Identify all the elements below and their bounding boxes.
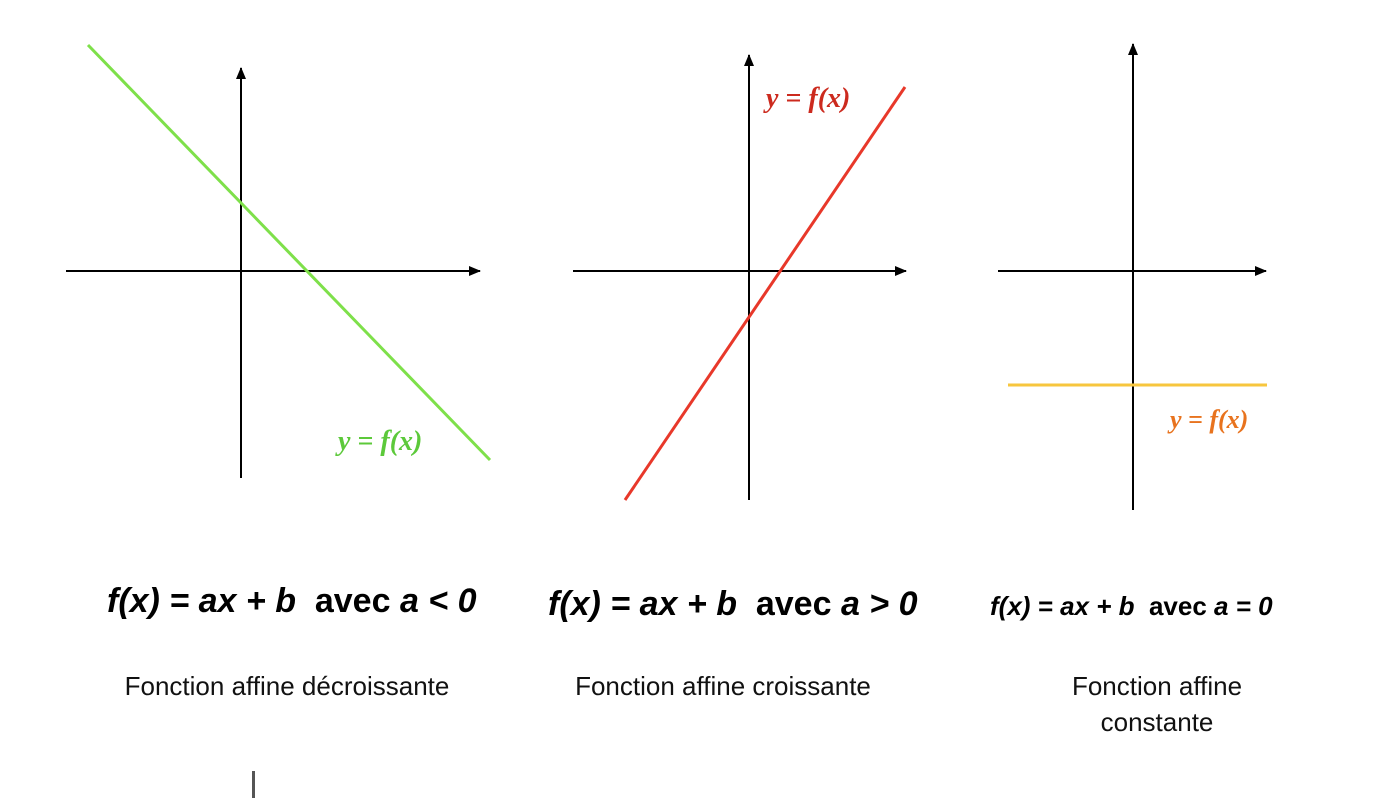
caption-decreasing: Fonction affine décroissante	[125, 671, 450, 701]
formula-condition: a = 0	[1214, 591, 1273, 621]
text-cursor-mark	[252, 771, 255, 798]
panel-increasing: y = f(x) f(x) = ax + b avec a > 0 Foncti…	[548, 54, 918, 701]
formula-condition: a > 0	[841, 585, 918, 623]
curve-label-constant: y = f(x)	[1167, 405, 1248, 434]
formula-expression: f(x) = ax + b	[107, 582, 296, 620]
caption-line: constante	[1101, 707, 1214, 737]
curve-label-decreasing: y = f(x)	[335, 426, 422, 457]
function-line-increasing	[623, 86, 907, 501]
caption-line: Fonction affine	[1072, 671, 1242, 701]
formula-constant: f(x) = ax + b avec a = 0	[990, 591, 1273, 621]
caption-line: Fonction affine décroissante	[125, 671, 450, 701]
formula-expression: f(x) = ax + b	[990, 591, 1135, 621]
formula-word: avec	[1135, 591, 1215, 621]
formula-word: avec	[296, 582, 400, 620]
curve-label-increasing: y = f(x)	[763, 83, 850, 114]
caption-increasing: Fonction affine croissante	[575, 671, 871, 701]
formula-expression: f(x) = ax + b	[548, 585, 737, 623]
formula-decreasing: f(x) = ax + b avec a < 0	[107, 582, 477, 620]
function-line-decreasing	[86, 43, 492, 462]
caption-line: Fonction affine croissante	[575, 671, 871, 701]
formula-condition: a < 0	[400, 582, 477, 620]
formula-word: avec	[737, 585, 841, 623]
panel-decreasing: y = f(x) f(x) = ax + b avec a < 0 Foncti…	[66, 43, 492, 701]
formula-increasing: f(x) = ax + b avec a > 0	[548, 585, 918, 623]
caption-constant: Fonction affine constante	[1072, 671, 1242, 737]
panel-constant: y = f(x) f(x) = ax + b avec a = 0 Foncti…	[990, 43, 1273, 737]
